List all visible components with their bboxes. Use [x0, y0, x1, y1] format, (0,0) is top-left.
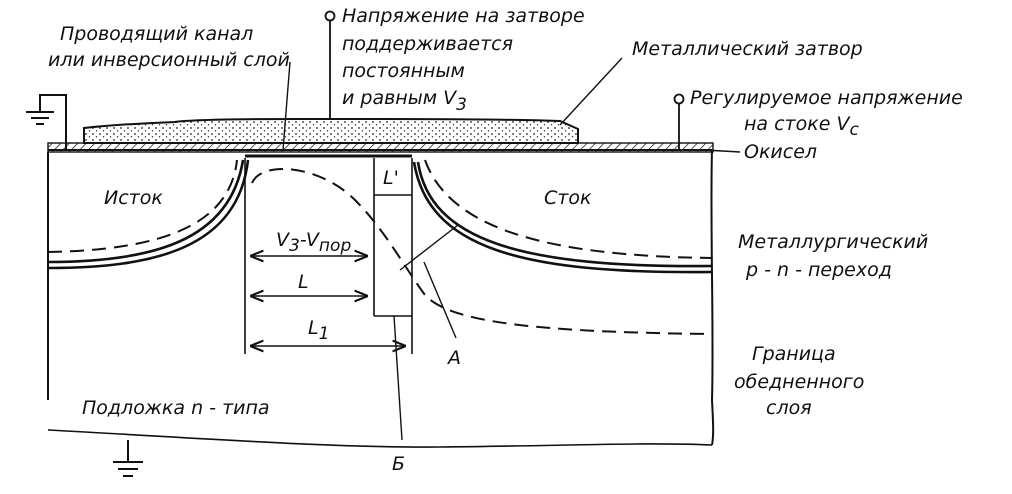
svg-text:поддерживается: поддерживается	[342, 33, 513, 55]
source-label: Исток	[104, 187, 163, 209]
dimension-l-label: L	[298, 271, 309, 293]
depletion-label: Граница обедненного слоя	[734, 343, 864, 419]
drain-voltage-label: Регулируемое напряжение на стоке Vс	[690, 87, 963, 140]
junction-label: Металлургический p - n - переход	[738, 231, 928, 281]
leader-oxide	[704, 149, 741, 153]
channel-label: Проводящий канал или инверсионный слой	[48, 23, 290, 71]
svg-text:Регулируемое напряжение: Регулируемое напряжение	[690, 87, 963, 109]
substrate-ground-icon	[113, 440, 143, 477]
svg-text:на стоке Vс: на стоке Vс	[744, 113, 859, 140]
svg-text:Напряжение на затворе: Напряжение на затворе	[342, 5, 585, 27]
svg-text:слоя: слоя	[766, 397, 812, 419]
point-a-label: A	[446, 347, 461, 369]
svg-text:или инверсионный слой: или инверсионный слой	[48, 49, 290, 71]
oxide-label: Окисел	[744, 141, 817, 163]
svg-text:постоянным: постоянным	[342, 60, 465, 82]
metal-gate	[83, 117, 579, 144]
substrate-label: Подложка n - типа	[82, 397, 270, 419]
dimension-lines	[244, 158, 406, 354]
leader-b	[393, 315, 403, 441]
dimension-v-label: V3-Vпор	[276, 229, 351, 256]
svg-text:Проводящий канал: Проводящий канал	[60, 23, 253, 45]
gate-terminal	[324, 10, 336, 120]
svg-text:и равным V3: и равным V3	[342, 87, 467, 115]
drain-terminal	[673, 93, 685, 150]
source-junction	[47, 159, 250, 270]
leader-metal-gate	[559, 57, 623, 126]
leader-channel	[282, 61, 291, 151]
drain-label: Сток	[544, 187, 592, 209]
gate-voltage-label: Напряжение на затворе поддерживается пос…	[342, 5, 585, 115]
source-ground-icon	[26, 94, 67, 150]
svg-text:p - n - переход: p - n - переход	[745, 259, 892, 281]
leader-lines	[282, 57, 741, 441]
dimension-l1-label: L1	[308, 317, 329, 344]
drain-junction	[412, 159, 713, 274]
leader-a-drain	[399, 224, 459, 271]
pinchoff-region	[373, 158, 413, 354]
svg-text:Металлургический: Металлургический	[738, 231, 928, 253]
svg-text:обедненного: обедненного	[734, 371, 864, 393]
oxide-layer	[47, 142, 714, 153]
svg-text:Граница: Граница	[752, 343, 836, 365]
dimension-l-prime-label: L'	[383, 167, 399, 189]
leader-a	[423, 261, 457, 339]
point-b-label: Б	[392, 453, 405, 475]
metal-gate-label: Металлический затвор	[632, 38, 863, 60]
